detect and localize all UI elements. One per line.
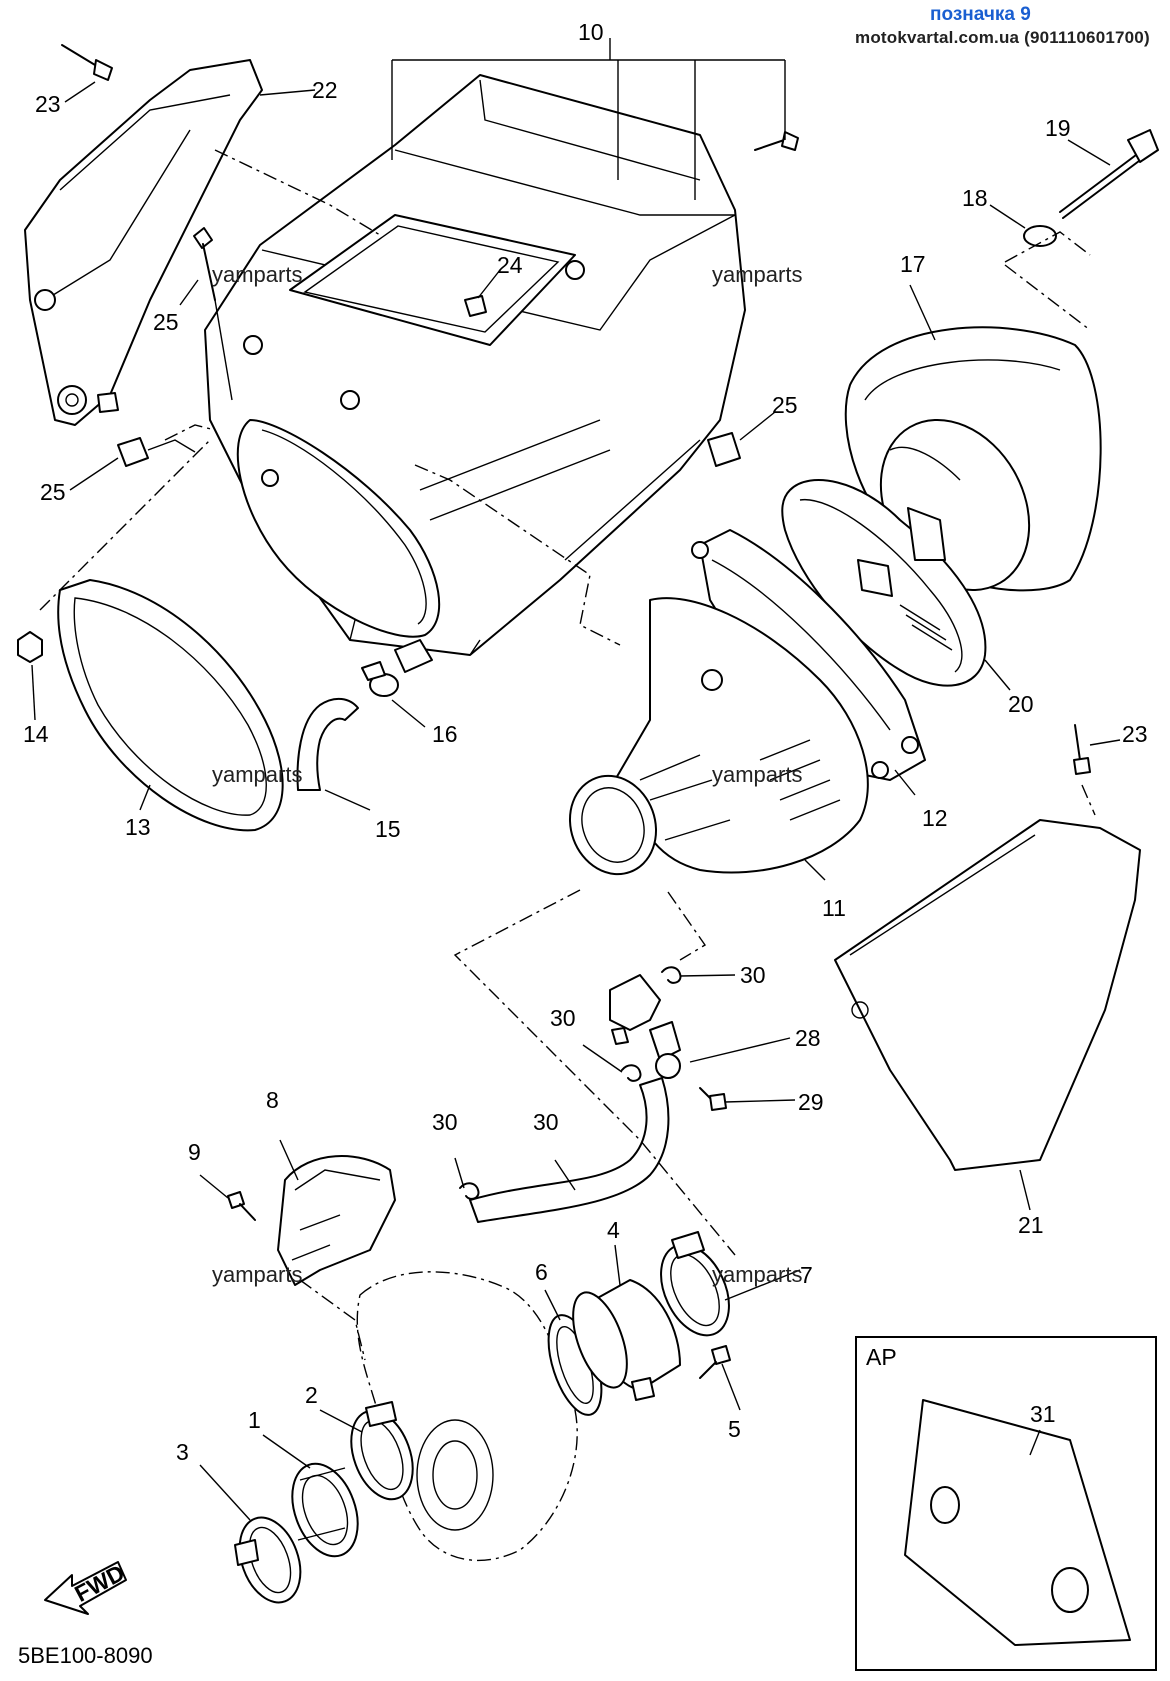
part-27-valve <box>609 974 681 1079</box>
callout-27: 28 <box>795 1025 821 1051</box>
part-15-hose <box>296 697 359 791</box>
callout-30b: 30 <box>550 1005 576 1031</box>
part-13-gasket <box>57 579 284 832</box>
callout-17: 17 <box>900 251 926 277</box>
inset-label: AP <box>866 1344 897 1370</box>
watermark: yamparts <box>712 762 802 787</box>
part-3-clamp <box>234 1516 302 1604</box>
callout-16: 16 <box>432 721 458 747</box>
leader-lines <box>31 38 1121 1521</box>
callout-13: 13 <box>125 814 151 840</box>
watermarks: yamparts yamparts yamparts yamparts yamp… <box>212 262 802 1287</box>
callout-12: 12 <box>922 805 948 831</box>
part-2-clamp <box>350 1401 414 1501</box>
callout-29: 30 <box>533 1109 559 1135</box>
callout-14: 14 <box>23 721 49 747</box>
callout-23b: 23 <box>1122 721 1148 747</box>
watermark: yamparts <box>212 262 302 287</box>
callout-23: 23 <box>35 91 61 117</box>
part-28-screw <box>699 1087 727 1111</box>
callout-15: 15 <box>375 816 401 842</box>
part-19-wing-bolt <box>1059 129 1159 219</box>
header-site: motokvartal.com.ua (901110601700) <box>855 28 1150 47</box>
callout-28: 29 <box>798 1089 824 1115</box>
inset-ap-box: AP <box>855 1336 1157 1671</box>
part-30-clip-a <box>661 966 682 984</box>
part-10-bolt <box>754 131 799 151</box>
watermark: yamparts <box>212 762 302 787</box>
header-title: позначка 9 <box>930 4 1031 25</box>
part-10-air-box <box>204 74 746 673</box>
part-1-joint <box>291 1462 359 1558</box>
part-23-screw-right <box>1073 724 1091 775</box>
callout-7: 7 <box>800 1262 813 1288</box>
callout-24: 24 <box>497 252 523 278</box>
callout-31: 31 <box>1030 1401 1056 1427</box>
callout-2: 2 <box>305 1382 318 1408</box>
part-21-side-cover <box>834 819 1141 1171</box>
callout-20: 20 <box>1008 691 1034 717</box>
watermark: yamparts <box>212 1262 302 1287</box>
part-16-clamp <box>361 661 399 697</box>
part-11-intake-joint <box>568 597 869 876</box>
callout-1: 1 <box>248 1407 261 1433</box>
callout-25b: 25 <box>772 392 798 418</box>
fwd-arrow-icon: FWD <box>44 1559 129 1615</box>
diagram-code: 5BE100-8090 <box>18 1643 153 1668</box>
part-23-screw <box>61 44 113 81</box>
callout-11: 11 <box>822 895 846 921</box>
part-29-hose <box>469 1077 670 1223</box>
callout-22: 22 <box>312 77 338 103</box>
part-22-side-bracket <box>24 59 263 426</box>
watermark: yamparts <box>712 262 802 287</box>
watermark: yamparts <box>712 1262 802 1287</box>
callout-10: 10 <box>578 19 604 45</box>
part-26-bolt <box>193 227 233 401</box>
callout-30c: 30 <box>432 1109 458 1135</box>
part-20-filter-guide <box>781 479 987 687</box>
part-4-carb-joint <box>572 1279 681 1401</box>
part-24-grommet <box>464 295 487 317</box>
callout-26: 25 <box>153 309 179 335</box>
part-14-nut <box>17 631 43 663</box>
callout-9: 9 <box>188 1139 201 1165</box>
callout-8: 8 <box>266 1087 279 1113</box>
part-30-clip-c <box>459 1182 480 1200</box>
callout-5: 5 <box>728 1416 741 1442</box>
callout-19: 19 <box>1045 115 1071 141</box>
callout-18: 18 <box>962 185 988 211</box>
part-8-bracket <box>277 1155 396 1286</box>
fwd-label: FWD <box>70 1559 128 1607</box>
callout-30a: 30 <box>740 962 766 988</box>
part-25-clip-left <box>117 437 196 467</box>
callout-numbers: 10 23 22 25 24 25 25 17 18 19 20 12 11 1… <box>23 19 1148 1465</box>
callout-6: 6 <box>535 1259 548 1285</box>
callout-25: 25 <box>40 479 66 505</box>
callout-21: 21 <box>1018 1212 1044 1238</box>
part-18-washer <box>1023 225 1057 247</box>
callout-3: 3 <box>176 1439 189 1465</box>
part-9-bolt <box>227 1191 256 1221</box>
part-30-clip-b <box>621 1064 642 1082</box>
part-5-bolt <box>699 1345 731 1379</box>
part-7-clamp <box>660 1231 730 1337</box>
part-25-clip-right <box>707 432 741 467</box>
callout-4: 4 <box>607 1217 620 1243</box>
